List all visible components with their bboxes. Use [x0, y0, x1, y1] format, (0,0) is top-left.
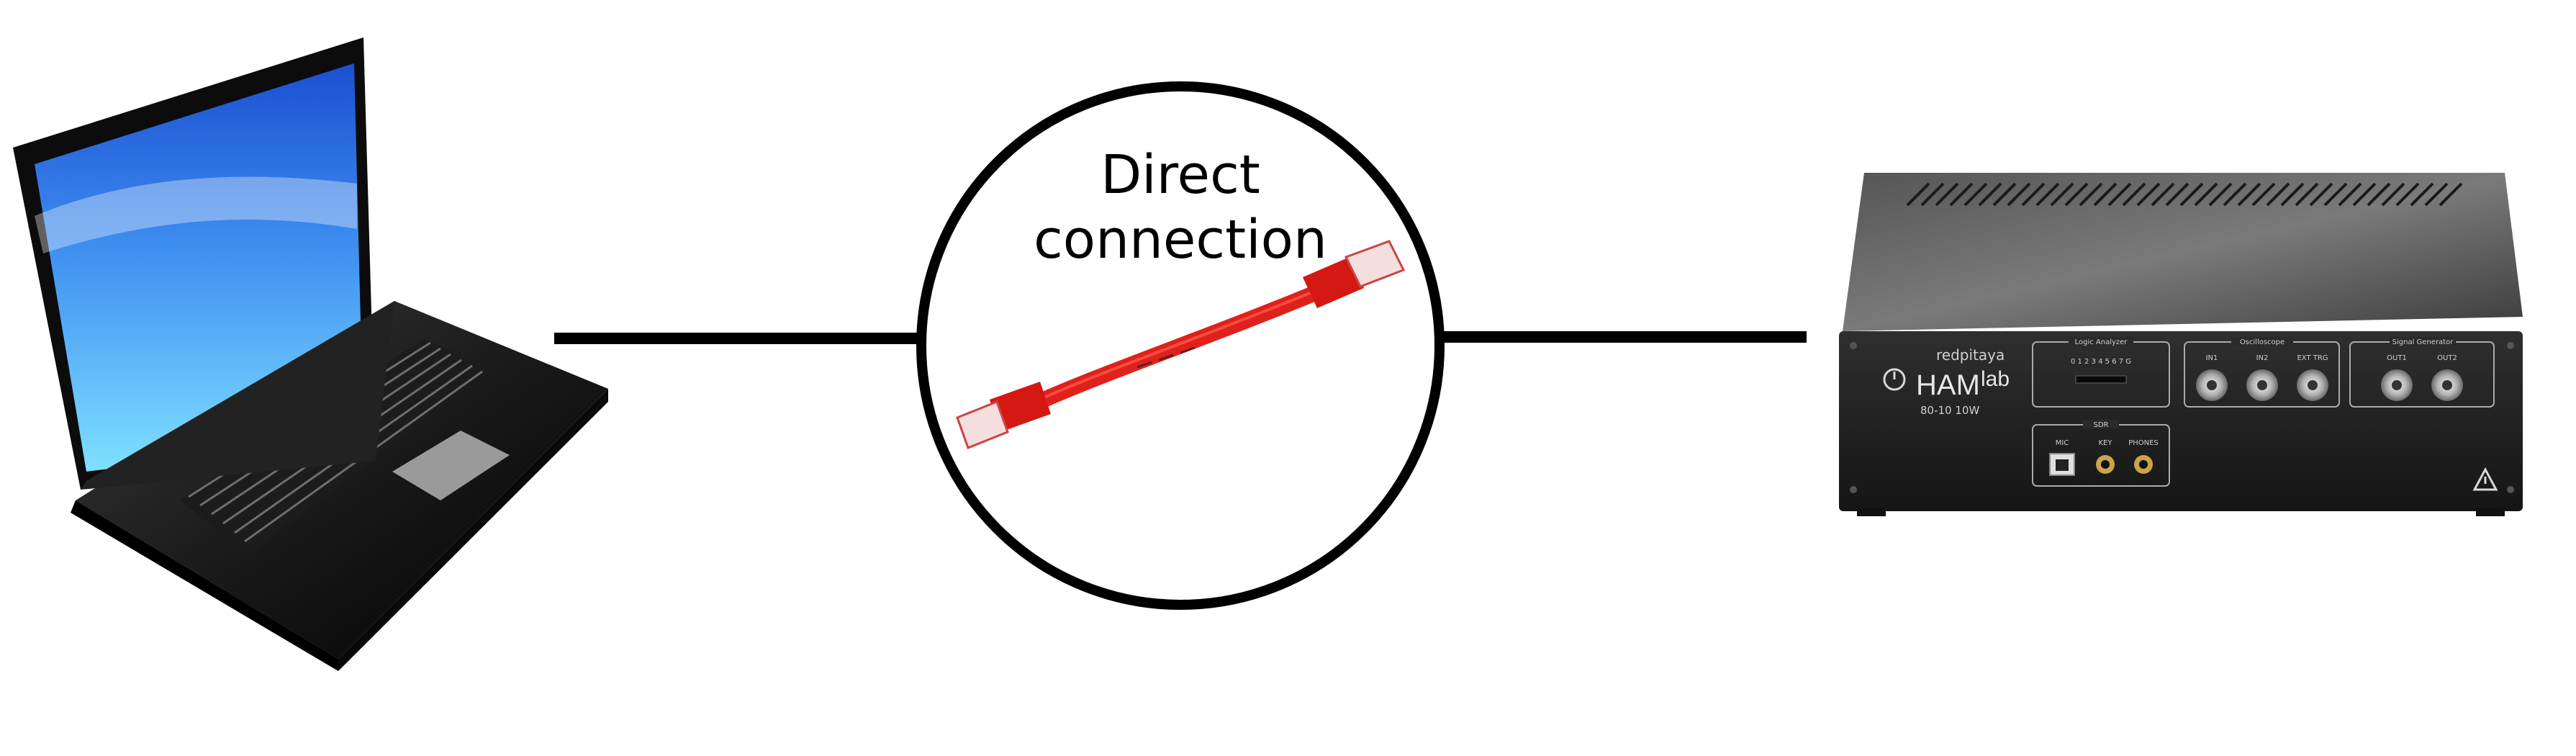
- scope-port-label-3: EXT TRG: [2297, 354, 2328, 362]
- brand-logo: redpitaya: [1936, 346, 2005, 364]
- signal-generator-title: Signal Generator: [2392, 338, 2454, 346]
- signal-generator-panel: Signal Generator OUT1 OUT2: [2349, 337, 2495, 408]
- warning-icon: [2472, 467, 2498, 491]
- sdr-panel: SDR MIC KEY PHONES: [2032, 420, 2170, 487]
- logic-analyzer-header[interactable]: [2075, 375, 2127, 384]
- connection-label-line1: Direct: [1101, 144, 1260, 206]
- oscilloscope-title: Oscilloscope: [2240, 338, 2284, 346]
- logic-analyzer-pins: 0 1 2 3 4 5 6 7 G: [2071, 358, 2131, 366]
- sdr-port-label-1: MIC: [2056, 439, 2069, 447]
- sdr-title: SDR: [2094, 421, 2109, 429]
- connection-label-line2: connection: [1034, 209, 1327, 271]
- device-front-panel: [1839, 331, 2523, 511]
- rj45-plug-left: [956, 400, 1009, 449]
- siggen-port-label-1: OUT1: [2387, 354, 2407, 362]
- logic-analyzer-panel: Logic Analyzer 0 1 2 3 4 5 6 7 G: [2032, 337, 2170, 408]
- model-name-prefix: HAM: [1916, 369, 1980, 401]
- model-name-suffix: lab: [1981, 367, 2010, 391]
- laptop-touchpad: [392, 431, 510, 500]
- rj45-plug-right: [1344, 240, 1406, 288]
- scope-port-label-2: IN2: [2256, 354, 2269, 362]
- oscilloscope-panel: Oscilloscope IN1 IN2 EXT TRG: [2184, 337, 2340, 408]
- sdr-port-label-2: KEY: [2099, 439, 2113, 447]
- hamlab-device-image: redpitaya HAM lab 80-10 10W Logic Analyz…: [1839, 173, 2523, 516]
- ethernet-cable: [956, 240, 1406, 449]
- connection-callout: Direct connection: [916, 81, 1445, 610]
- siggen-port-label-2: OUT2: [2437, 354, 2457, 362]
- laptop-image: [13, 37, 608, 671]
- scope-port-label-1: IN1: [2206, 354, 2218, 362]
- model-spec: 80-10 10W: [1920, 404, 1979, 417]
- sdr-port-label-3: PHONES: [2128, 439, 2159, 447]
- logic-analyzer-title: Logic Analyzer: [2075, 338, 2128, 346]
- vent-grille: [1906, 182, 2463, 207]
- power-button[interactable]: [1883, 368, 1906, 391]
